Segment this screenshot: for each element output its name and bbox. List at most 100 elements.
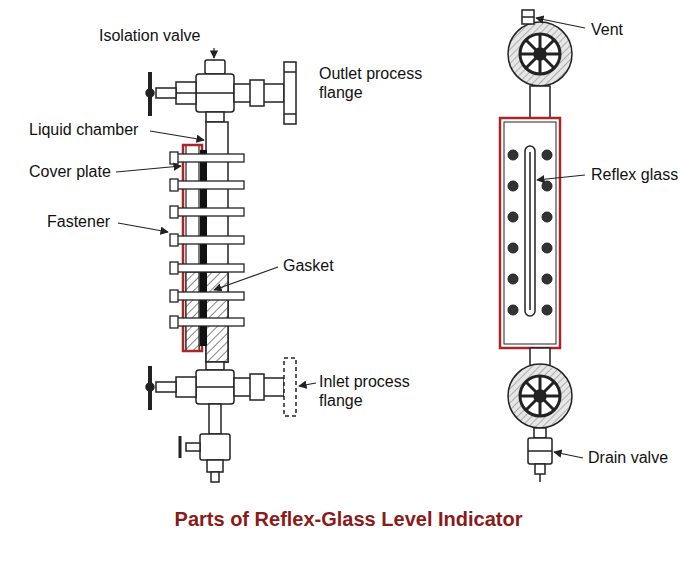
leader-lines-part bbox=[213, 48, 214, 58]
glass-bolts-part bbox=[542, 150, 552, 160]
fasteners-part bbox=[176, 236, 244, 244]
drain-valve-part bbox=[534, 428, 546, 438]
bottom-isolation-valve-part bbox=[176, 377, 196, 397]
top-isolation-valve-part bbox=[176, 82, 196, 104]
leader-lines-part bbox=[536, 18, 585, 28]
drain-valve bbox=[528, 428, 552, 482]
fasteners-part bbox=[170, 234, 178, 246]
fasteners-part bbox=[170, 152, 178, 164]
glass-bolts bbox=[508, 150, 552, 315]
glass-bolts-part bbox=[542, 274, 552, 284]
part-label: Vent bbox=[590, 20, 624, 39]
glass-body-part bbox=[504, 122, 556, 344]
leader-lines-part bbox=[214, 267, 278, 290]
bottom-isolation-valve-part bbox=[146, 383, 154, 391]
bottom-isolation-valve-part bbox=[200, 434, 230, 460]
vent-plug-part bbox=[522, 10, 534, 24]
glass-bolts-part bbox=[508, 212, 518, 222]
glass-body-part bbox=[529, 152, 531, 310]
bottom-isolation-valve-part bbox=[211, 472, 219, 482]
bottom-isolation-valve-part bbox=[250, 374, 264, 400]
bottom-isolation-valve-part bbox=[209, 404, 221, 434]
leader-lines-part bbox=[299, 383, 316, 386]
top-isolation-valve-part bbox=[196, 74, 234, 112]
gasket-part bbox=[200, 150, 207, 346]
leader-lines-part bbox=[118, 223, 168, 232]
bottom-isolation-valve-part bbox=[179, 436, 182, 458]
fasteners-part bbox=[170, 316, 178, 328]
top-isolation-valve-part bbox=[206, 112, 224, 122]
part-label: Gasket bbox=[282, 256, 335, 275]
top-isolation-valve-part bbox=[284, 71, 296, 73]
top-isolation-valve-part bbox=[284, 113, 296, 115]
glass-bolts-part bbox=[508, 243, 518, 253]
fasteners-part bbox=[170, 262, 178, 274]
diagram-title: Parts of Reflex-Glass Level Indicator bbox=[175, 508, 523, 531]
bottom-isolation-valve-part bbox=[186, 443, 200, 451]
cover-plate-part bbox=[186, 272, 199, 351]
glass-body-part bbox=[500, 118, 560, 348]
part-label: Liquid chamber bbox=[28, 120, 139, 139]
top-isolation-valve-part bbox=[156, 88, 176, 98]
leader-lines bbox=[116, 18, 585, 458]
top-handwheel-part bbox=[520, 34, 560, 74]
vent-plug bbox=[522, 10, 534, 24]
leader-lines-part bbox=[116, 166, 181, 172]
glass-bolts-part bbox=[542, 243, 552, 253]
glass-bolts-part bbox=[508, 305, 518, 315]
part-label: Fastener bbox=[46, 212, 111, 231]
part-label: Isolation valve bbox=[98, 26, 201, 45]
bottom-isolation-valve-part bbox=[206, 362, 224, 370]
part-label: Drain valve bbox=[587, 448, 669, 467]
vent-plug-part bbox=[522, 16, 534, 18]
top-isolation-valve bbox=[146, 60, 296, 124]
gasket bbox=[200, 150, 207, 346]
top-handwheel-part bbox=[526, 40, 554, 68]
leader-lines-part bbox=[537, 175, 585, 180]
fasteners-part bbox=[176, 181, 244, 189]
bottom-isolation-valve-part bbox=[156, 382, 176, 392]
top-isolation-valve-part bbox=[205, 60, 225, 74]
part-label: Cover plate bbox=[28, 162, 112, 181]
bottom-isolation-valve-part bbox=[207, 460, 223, 472]
glass-body-part bbox=[525, 146, 535, 316]
bottom-handwheel-part bbox=[526, 382, 554, 410]
fasteners-part bbox=[176, 154, 244, 162]
drain-valve-part bbox=[528, 438, 552, 464]
top-isolation-valve-part bbox=[146, 89, 154, 97]
leader-lines-part bbox=[150, 131, 204, 140]
liquid-chamber-part bbox=[206, 272, 228, 362]
top-handwheel-part bbox=[508, 22, 572, 86]
top-handwheel bbox=[508, 22, 572, 118]
drain-valve-part bbox=[528, 450, 552, 452]
glass-bolts-part bbox=[542, 305, 552, 315]
bottom-isolation-valve-part bbox=[196, 386, 234, 388]
glass-bolts-part bbox=[508, 150, 518, 160]
fasteners-part bbox=[176, 318, 244, 326]
fasteners bbox=[170, 152, 244, 328]
bottom-handwheel-part bbox=[534, 390, 546, 402]
part-label: Outlet process flange bbox=[318, 64, 448, 102]
top-handwheel-part bbox=[530, 86, 550, 118]
top-isolation-valve-part bbox=[196, 92, 234, 94]
glass-bolts-part bbox=[542, 181, 552, 191]
bottom-handwheel-part bbox=[520, 376, 560, 416]
fasteners-part bbox=[176, 264, 244, 272]
glass-body bbox=[500, 118, 560, 348]
part-label: Inlet process flange bbox=[318, 372, 448, 410]
fasteners-part bbox=[170, 206, 178, 218]
fasteners-part bbox=[170, 179, 178, 191]
bottom-isolation-valve-part bbox=[284, 358, 296, 416]
top-isolation-valve-part bbox=[284, 62, 296, 124]
top-isolation-valve-part bbox=[250, 80, 264, 106]
glass-bolts-part bbox=[542, 212, 552, 222]
drain-valve-part bbox=[539, 474, 541, 482]
fasteners-part bbox=[176, 208, 244, 216]
part-label: Reflex glass bbox=[590, 165, 679, 184]
bottom-handwheel-part bbox=[526, 382, 554, 410]
bottom-handwheel-part bbox=[508, 364, 572, 428]
fasteners-part bbox=[176, 292, 244, 300]
glass-bolts-part bbox=[508, 181, 518, 191]
leader-lines-part bbox=[554, 452, 583, 458]
